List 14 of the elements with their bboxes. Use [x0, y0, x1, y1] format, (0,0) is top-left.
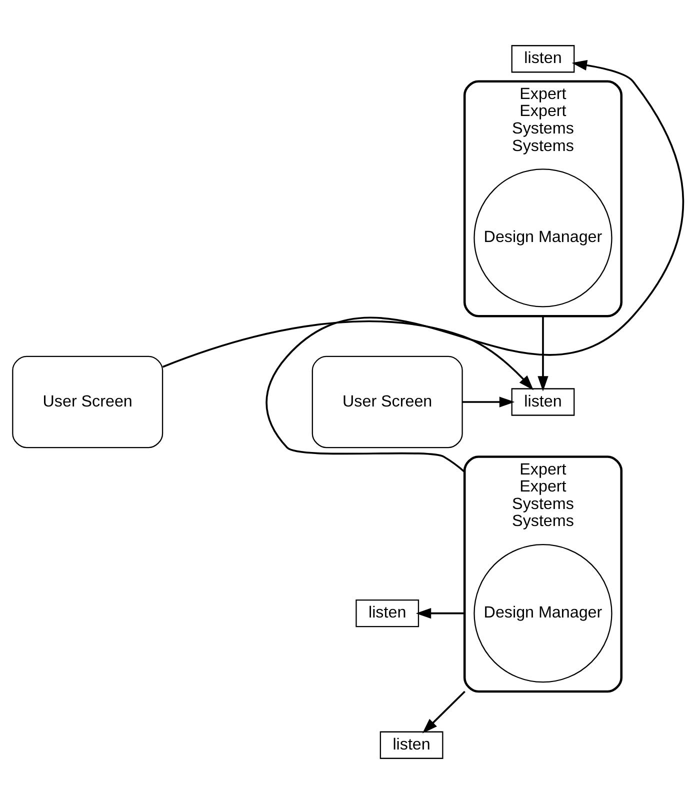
node-box: listen — [511, 388, 575, 416]
node-circle: Design Manager — [474, 168, 612, 308]
node-circle: Design Manager — [474, 544, 612, 683]
arrow — [416, 608, 465, 619]
arrow — [422, 690, 466, 734]
node-box: listen — [511, 45, 575, 73]
node-box: User Screen — [12, 356, 164, 448]
arrow — [266, 60, 684, 473]
node-box: listen — [380, 731, 444, 759]
arrow — [462, 396, 515, 408]
node-box: listen — [356, 600, 420, 628]
arrow — [538, 316, 548, 392]
arrow — [162, 320, 534, 390]
node-box: User Screen — [312, 356, 463, 448]
